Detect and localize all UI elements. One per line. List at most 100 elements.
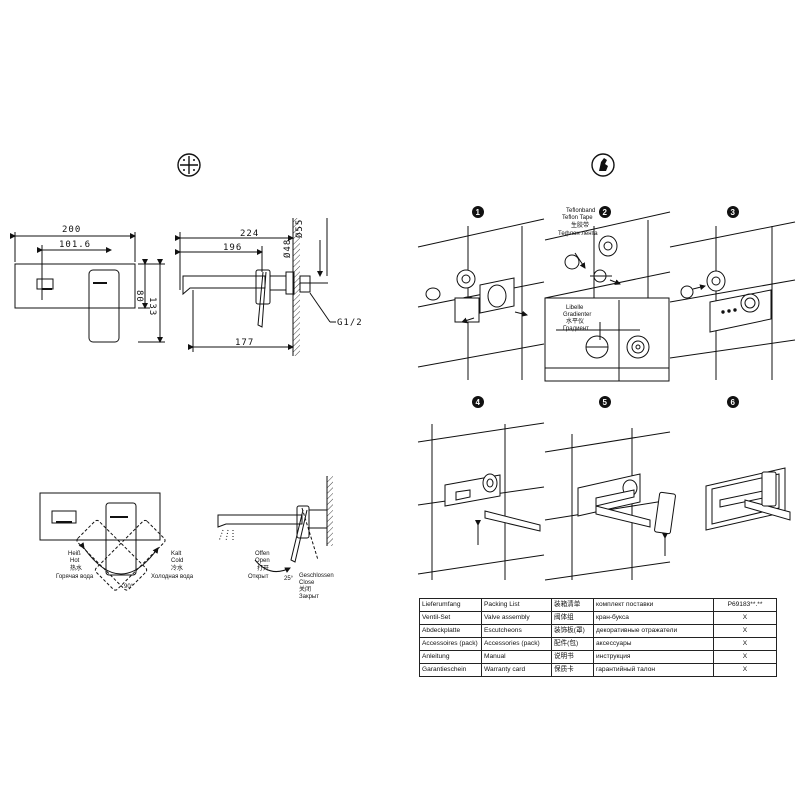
svg-text:Холодная вода: Холодная вода: [151, 574, 194, 580]
dim-spout: 196: [223, 243, 242, 253]
dim-depth: 177: [235, 338, 254, 348]
svg-text:热水: 热水: [70, 564, 82, 572]
step-badge-3: 3: [727, 206, 739, 218]
step-4-drawing: [417, 422, 545, 580]
svg-text:关闭: 关闭: [299, 585, 311, 593]
dim-d1: Ø48: [282, 239, 293, 258]
step-6-drawing: [705, 467, 791, 531]
table-row: Abdeckplatte Escutcheons 装饰板(罩) декорати…: [419, 624, 777, 638]
svg-text:2: 2: [603, 208, 608, 217]
svg-text:Open: Open: [255, 558, 270, 564]
svg-text:4: 4: [476, 398, 481, 407]
step-badge-4: 4: [472, 396, 484, 408]
table-cell: Valve assembly: [481, 611, 552, 625]
table-row: Anleitung Manual 说明书 инструкция X: [419, 650, 777, 664]
table-row: Ventil-Set Valve assembly 阀体组 кран-букса…: [419, 611, 777, 625]
table-cell: Manual: [481, 650, 552, 664]
table-row: Accessoires (pack) Accessories (pack) 配件…: [419, 637, 777, 651]
svg-text:1: 1: [476, 208, 481, 217]
step-badge-5: 5: [599, 396, 611, 408]
side-view-drawing: [175, 218, 336, 356]
crosshair-icon: [177, 153, 201, 177]
svg-text:生胶带: 生胶带: [571, 221, 589, 229]
table-cell: Anleitung: [419, 650, 482, 664]
svg-text:3: 3: [731, 208, 736, 217]
dim-d2: Ø55: [294, 219, 305, 238]
table-cell: Accessoires (pack): [419, 637, 482, 651]
dim-total: 224: [240, 229, 259, 239]
svg-text:Teflonband: Teflonband: [566, 208, 595, 214]
table-cell: комплект поставки: [593, 598, 714, 612]
table-cell: Accessories (pack): [481, 637, 552, 651]
level-label: Libelle Gradienter 水平仪 Градиент: [563, 305, 591, 332]
table-cell: Garantieschein: [419, 663, 482, 677]
table-cell: 装饰板(罩): [551, 624, 594, 638]
svg-text:打开: 打开: [257, 564, 269, 572]
table-cell: Abdeckplatte: [419, 624, 482, 638]
svg-text:Offen: Offen: [255, 551, 270, 557]
open-label: Offen Open 打开 Открыт: [248, 551, 270, 580]
table-cell: Packing List: [481, 598, 552, 612]
rotation-angle: 90°: [124, 584, 134, 590]
svg-text:Teflon Tape: Teflon Tape: [562, 215, 593, 221]
table-cell: аксессуары: [593, 637, 714, 651]
table-header-row: Lieferumfang Packing List 装箱清单 комплект …: [419, 598, 777, 612]
table-cell: 阀体组: [551, 611, 594, 625]
step-badge-2: 2: [599, 206, 611, 218]
svg-text:Kalt: Kalt: [171, 551, 182, 557]
svg-text:Cold: Cold: [171, 558, 183, 564]
table-cell: 配件(包): [551, 637, 594, 651]
svg-text:6: 6: [731, 398, 736, 407]
step-5-drawing: [544, 428, 676, 581]
step-badge-6: 6: [727, 396, 739, 408]
table-cell: 装箱清单: [551, 598, 594, 612]
step-1-drawing: [417, 218, 545, 380]
step-3-drawing: [669, 221, 796, 380]
dim-inner-width: 101.6: [59, 240, 91, 250]
dim-thread: G1/2: [337, 318, 363, 328]
cold-label: Kalt Cold 冷水 Холодная вода: [151, 551, 194, 580]
table-cell: декоративные отражатели: [593, 624, 714, 638]
svg-text:Открыт: Открыт: [248, 574, 269, 580]
dim-height: 133: [147, 297, 157, 316]
front-view-drawing: [10, 232, 165, 343]
close-label: Geschlossen Close 关闭 Закрыт: [299, 573, 334, 600]
svg-text:Gradienter: Gradienter: [563, 312, 591, 318]
table-cell: P69183**.**: [713, 598, 777, 612]
table-cell: инструкция: [593, 650, 714, 664]
svg-text:Тефлон лента: Тефлон лента: [558, 231, 598, 237]
svg-text:Geschlossen: Geschlossen: [299, 573, 334, 579]
svg-text:Heiß: Heiß: [68, 551, 81, 557]
operation-side-drawing: [217, 476, 333, 573]
table-row: Garantieschein Warranty card 保质卡 гаранти…: [419, 663, 777, 677]
table-cell: Ventil-Set: [419, 611, 482, 625]
table-cell: кран-букса: [593, 611, 714, 625]
svg-text:冷水: 冷水: [171, 564, 183, 572]
svg-text:Градиент: Градиент: [563, 326, 589, 332]
operation-front-drawing: [39, 492, 166, 591]
svg-text:5: 5: [603, 398, 608, 407]
svg-text:Hot: Hot: [70, 558, 80, 564]
teflon-tape-label: Teflonband Teflon Tape 生胶带 Тефлон лента: [558, 208, 598, 237]
hot-label: Heiß Hot 热水 Горячая вода: [56, 551, 94, 580]
dim-height-inner: 80: [134, 290, 144, 303]
table-cell: 说明书: [551, 650, 594, 664]
table-cell: X: [713, 663, 777, 677]
packing-list-table: Lieferumfang Packing List 装箱清单 комплект …: [419, 598, 777, 677]
table-cell: гарантийный талон: [593, 663, 714, 677]
lever-angle: 25°: [284, 576, 294, 582]
table-cell: Lieferumfang: [419, 598, 482, 612]
svg-text:Горячая вода: Горячая вода: [56, 574, 94, 580]
table-cell: Warranty card: [481, 663, 552, 677]
step-2-drawing: [544, 211, 671, 382]
svg-text:Libelle: Libelle: [566, 305, 584, 311]
svg-text:水平仪: 水平仪: [566, 317, 584, 325]
svg-text:Close: Close: [299, 580, 315, 586]
tool-hand-icon: [591, 153, 615, 177]
table-cell: Escutcheons: [481, 624, 552, 638]
table-cell: 保质卡: [551, 663, 594, 677]
table-cell: X: [713, 650, 777, 664]
svg-text:Закрыт: Закрыт: [299, 594, 319, 600]
table-cell: X: [713, 611, 777, 625]
